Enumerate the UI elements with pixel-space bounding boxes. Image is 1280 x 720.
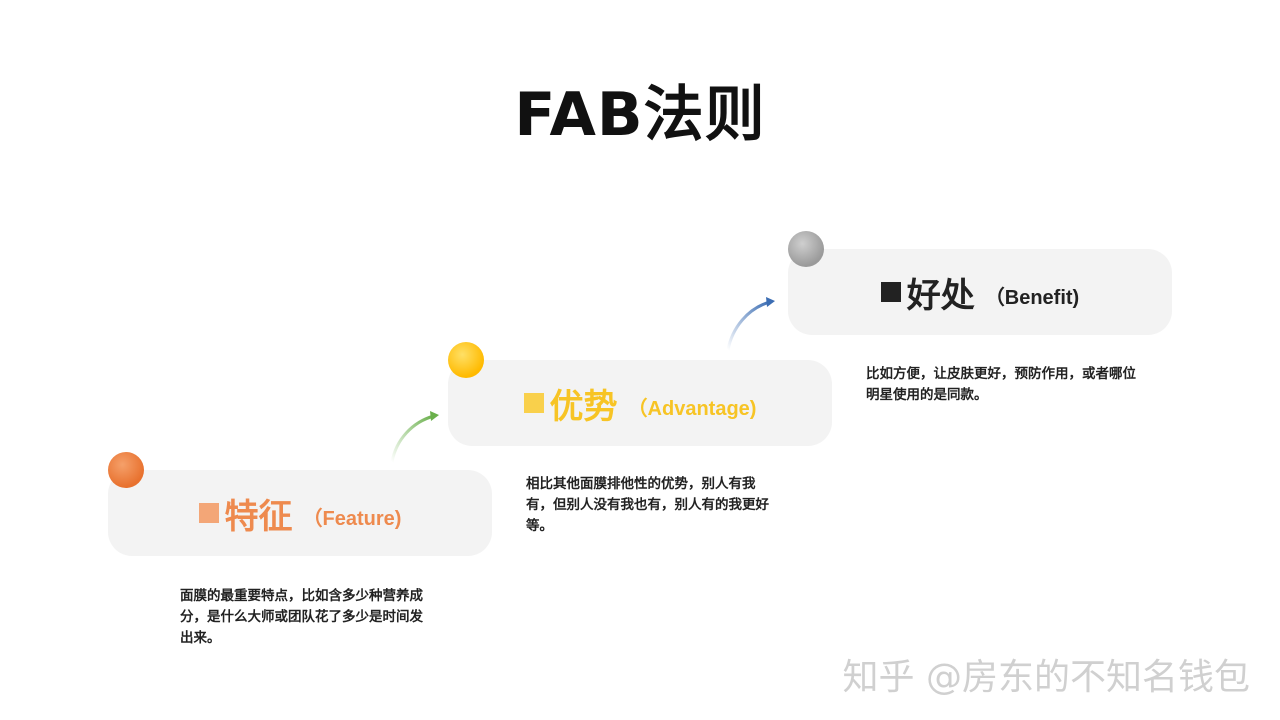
- feature-card: 特征 （Feature): [108, 470, 492, 556]
- feature-title: 特征: [224, 496, 293, 537]
- benefit-description: 比如方便，让皮肤更好，预防作用，或者哪位明星使用的是同款。: [866, 366, 1136, 403]
- advantage-square-icon: [523, 393, 544, 413]
- benefit-square-icon: [880, 282, 901, 302]
- advantage-title: 优势: [549, 386, 618, 427]
- benefit-dot-icon: [788, 231, 824, 267]
- benefit-title: 好处: [906, 275, 975, 316]
- advantage-subtitle: （Advantage): [627, 397, 757, 420]
- advantage-card-label: 优势 （Advantage): [448, 360, 832, 446]
- feature-dot-icon: [108, 452, 144, 488]
- feature-description: 面膜的最重要特点，比如含多少种营养成分，是什么大师或团队花了多少是时间发出来。: [180, 588, 423, 646]
- advantage-dot-icon: [448, 342, 484, 378]
- benefit-card: 好处 （Benefit): [788, 249, 1172, 335]
- arrow-icon-2: [726, 297, 775, 352]
- advantage-description: 相比其他面膜排他性的优势，别人有我有，但别人没有我也有，别人有的我更好等。: [526, 476, 769, 534]
- watermark: 知乎 @房东的不知名钱包: [842, 657, 1250, 698]
- benefit-card-label: 好处 （Benefit): [788, 249, 1172, 335]
- advantage-card: 优势 （Advantage): [448, 360, 832, 446]
- page-title: FAB法则: [514, 80, 766, 150]
- feature-subtitle: （Feature): [302, 507, 402, 530]
- feature-card-label: 特征 （Feature): [108, 470, 492, 556]
- feature-square-icon: [198, 503, 219, 523]
- arrow-icon-1: [390, 411, 439, 464]
- benefit-subtitle: （Benefit): [984, 286, 1080, 309]
